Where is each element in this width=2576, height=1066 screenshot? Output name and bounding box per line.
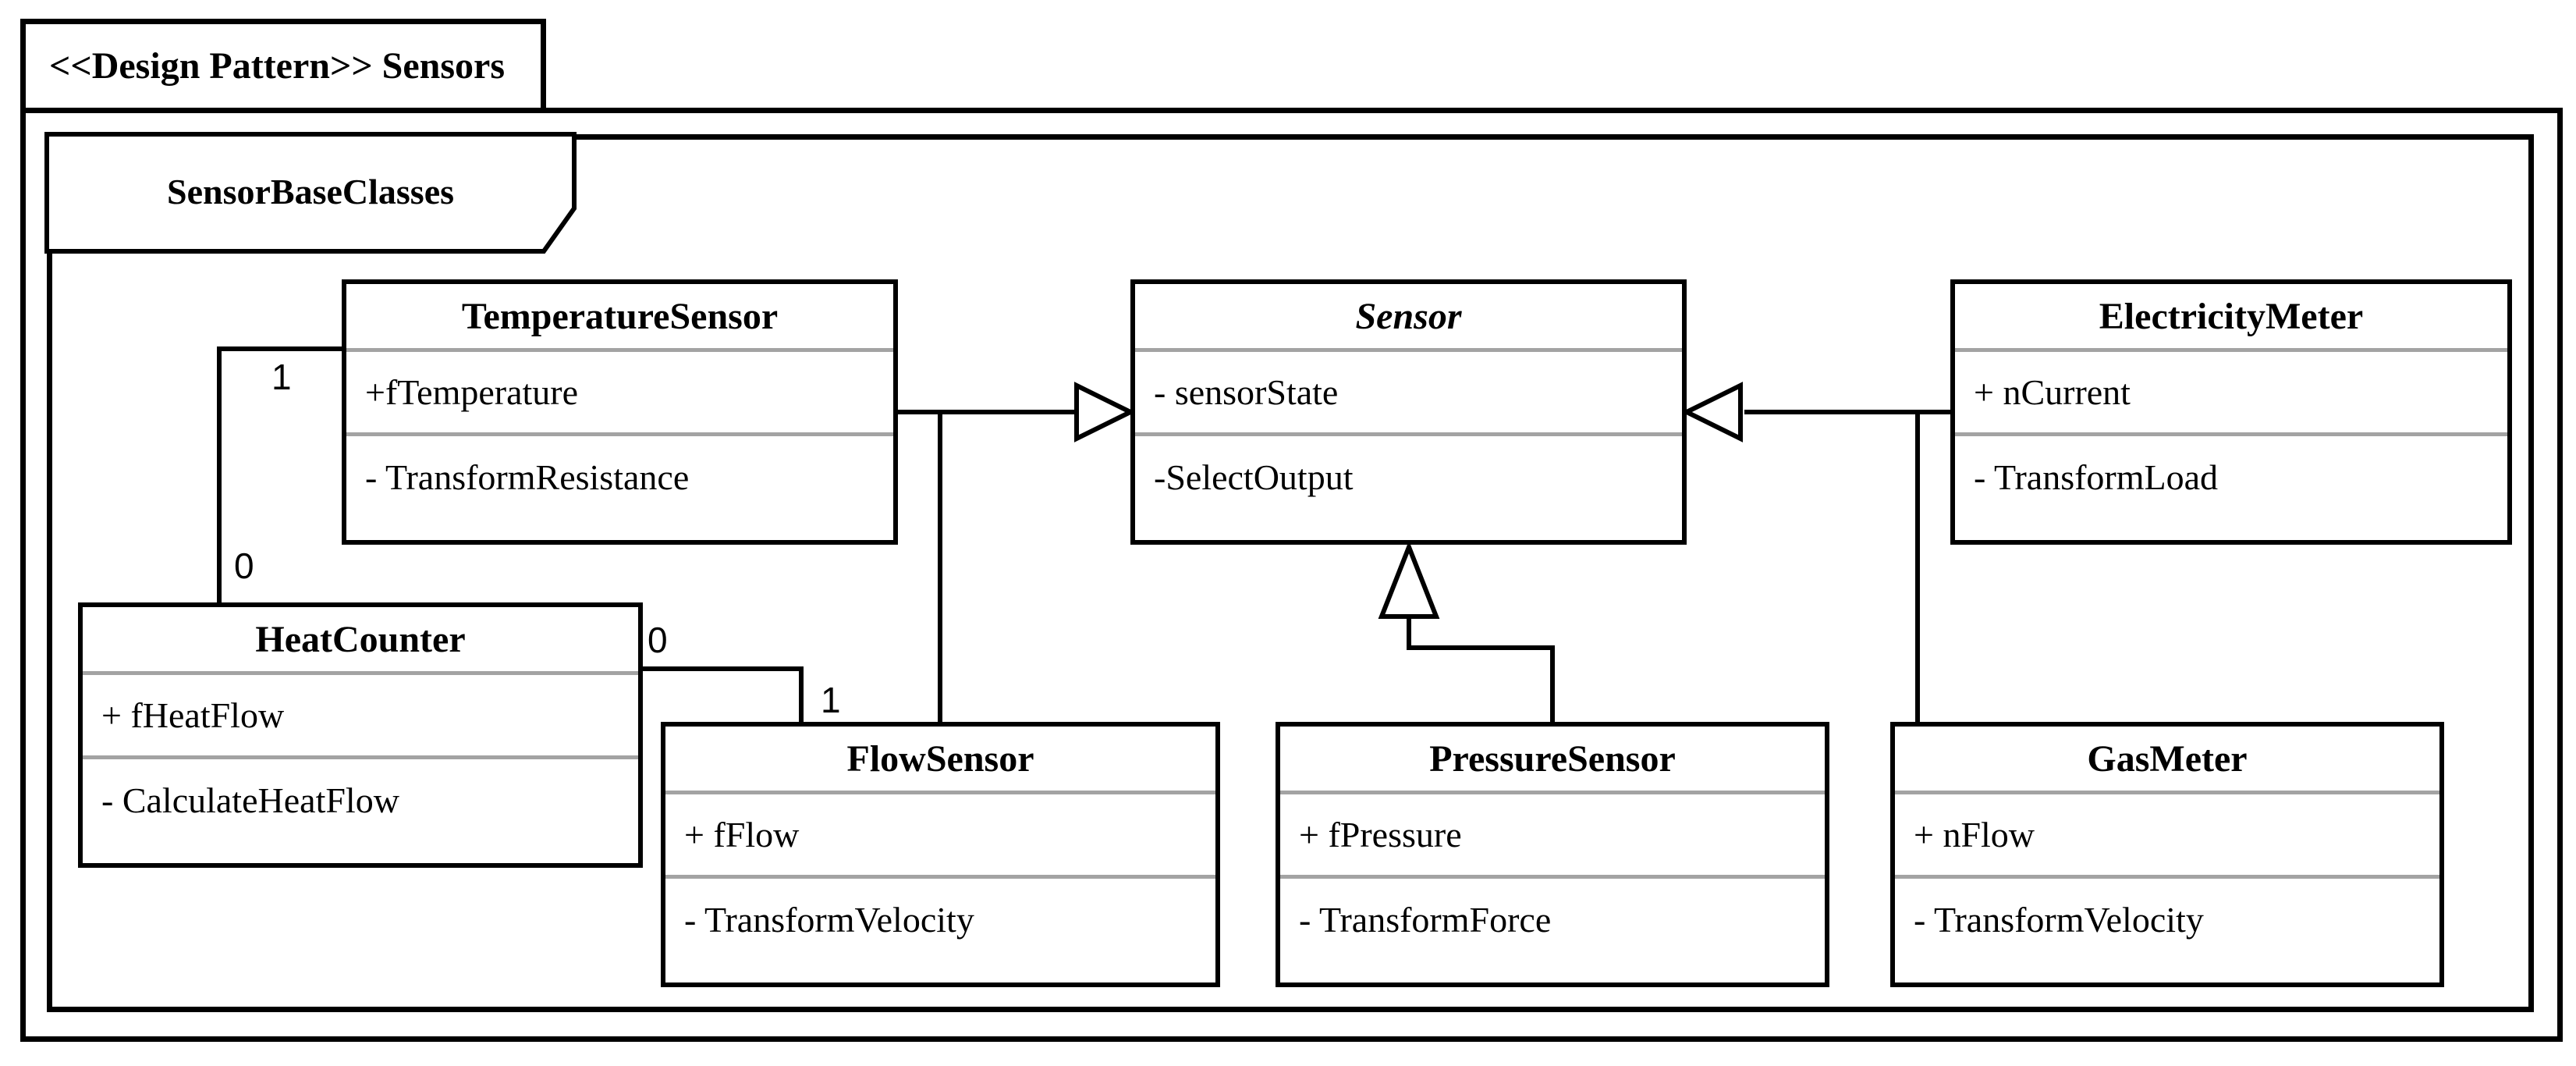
generalization-arrowhead-sensor-right [1681, 382, 1743, 442]
class-title: HeatCounter [255, 618, 466, 660]
class-box-gasmeter: GasMeter + nFlow - TransformVelocity [1890, 722, 2444, 987]
class-operation: -SelectOutput [1154, 457, 1354, 497]
class-attribute: - sensorState [1154, 372, 1339, 412]
class-title: Sensor [1355, 295, 1462, 337]
multiplicity-label: 0 [234, 545, 254, 586]
compartment-divider [665, 791, 1215, 794]
compartment-divider [346, 348, 893, 352]
class-operation: - TransformVelocity [1914, 900, 2204, 940]
class-title: GasMeter [2087, 737, 2248, 780]
compartment-divider [346, 432, 893, 436]
generalization-arrowhead-sensor-left [1074, 382, 1136, 442]
class-title: PressureSensor [1429, 737, 1676, 780]
generalization-arrowhead-sensor-bottom [1378, 540, 1440, 619]
package-pentagon [44, 132, 577, 254]
class-title: FlowSensor [846, 737, 1034, 780]
class-box-sensor: Sensor - sensorState -SelectOutput [1130, 279, 1687, 545]
class-operation: - CalculateHeatFlow [101, 780, 399, 820]
class-operation: - TransformLoad [1974, 457, 2219, 497]
class-box-flowsensor: FlowSensor + fFlow - TransformVelocity [661, 722, 1220, 987]
compartment-divider [1135, 348, 1682, 352]
class-box-temperaturesensor: TemperatureSensor +fTemperature - Transf… [342, 279, 898, 545]
class-title: ElectricityMeter [2099, 295, 2364, 337]
multiplicity-label: 1 [821, 680, 841, 720]
compartment-divider [1955, 432, 2507, 436]
multiplicity-label: 1 [271, 357, 292, 397]
multiplicity-label: 0 [648, 620, 668, 660]
compartment-divider [1280, 791, 1825, 794]
compartment-divider [1135, 432, 1682, 436]
generalization-pressuresensor-to-sensor-line [1407, 615, 1555, 724]
compartment-divider [1895, 875, 2439, 879]
diagram-frame-tab: <<Design Pattern>> Sensors [20, 19, 546, 113]
class-attribute: + nFlow [1914, 815, 2035, 855]
class-operation: - TransformVelocity [684, 900, 974, 940]
package-frame [47, 134, 2534, 1012]
diagram-frame-label: <<Design Pattern>> Sensors [49, 45, 506, 87]
package-name: SensorBaseClasses [47, 140, 574, 242]
association-heatcounter-flowsensor [643, 666, 804, 724]
association-temperaturesensor-heatcounter [217, 346, 342, 605]
class-box-electricitymeter: ElectricityMeter + nCurrent - TransformL… [1950, 279, 2512, 545]
package-name-label: SensorBaseClasses [166, 171, 455, 211]
class-attribute: + fFlow [684, 815, 800, 855]
class-operation: - TransformForce [1299, 900, 1552, 940]
compartment-divider [1955, 348, 2507, 352]
class-attribute: +fTemperature [365, 372, 579, 412]
class-box-pressuresensor: PressureSensor + fPressure - TransformFo… [1276, 722, 1829, 987]
class-box-heatcounter: HeatCounter + fHeatFlow - CalculateHeatF… [78, 602, 643, 868]
class-attribute: + fHeatFlow [101, 695, 285, 735]
compartment-divider [83, 671, 638, 675]
compartment-divider [1280, 875, 1825, 879]
class-title: TemperatureSensor [461, 295, 779, 337]
class-operation: - TransformResistance [365, 457, 690, 497]
diagram-frame [20, 108, 2563, 1042]
class-attribute: + fPressure [1299, 815, 1462, 855]
compartment-divider [83, 755, 638, 759]
compartment-divider [665, 875, 1215, 879]
compartment-divider [1895, 791, 2439, 794]
class-attribute: + nCurrent [1974, 372, 2131, 412]
